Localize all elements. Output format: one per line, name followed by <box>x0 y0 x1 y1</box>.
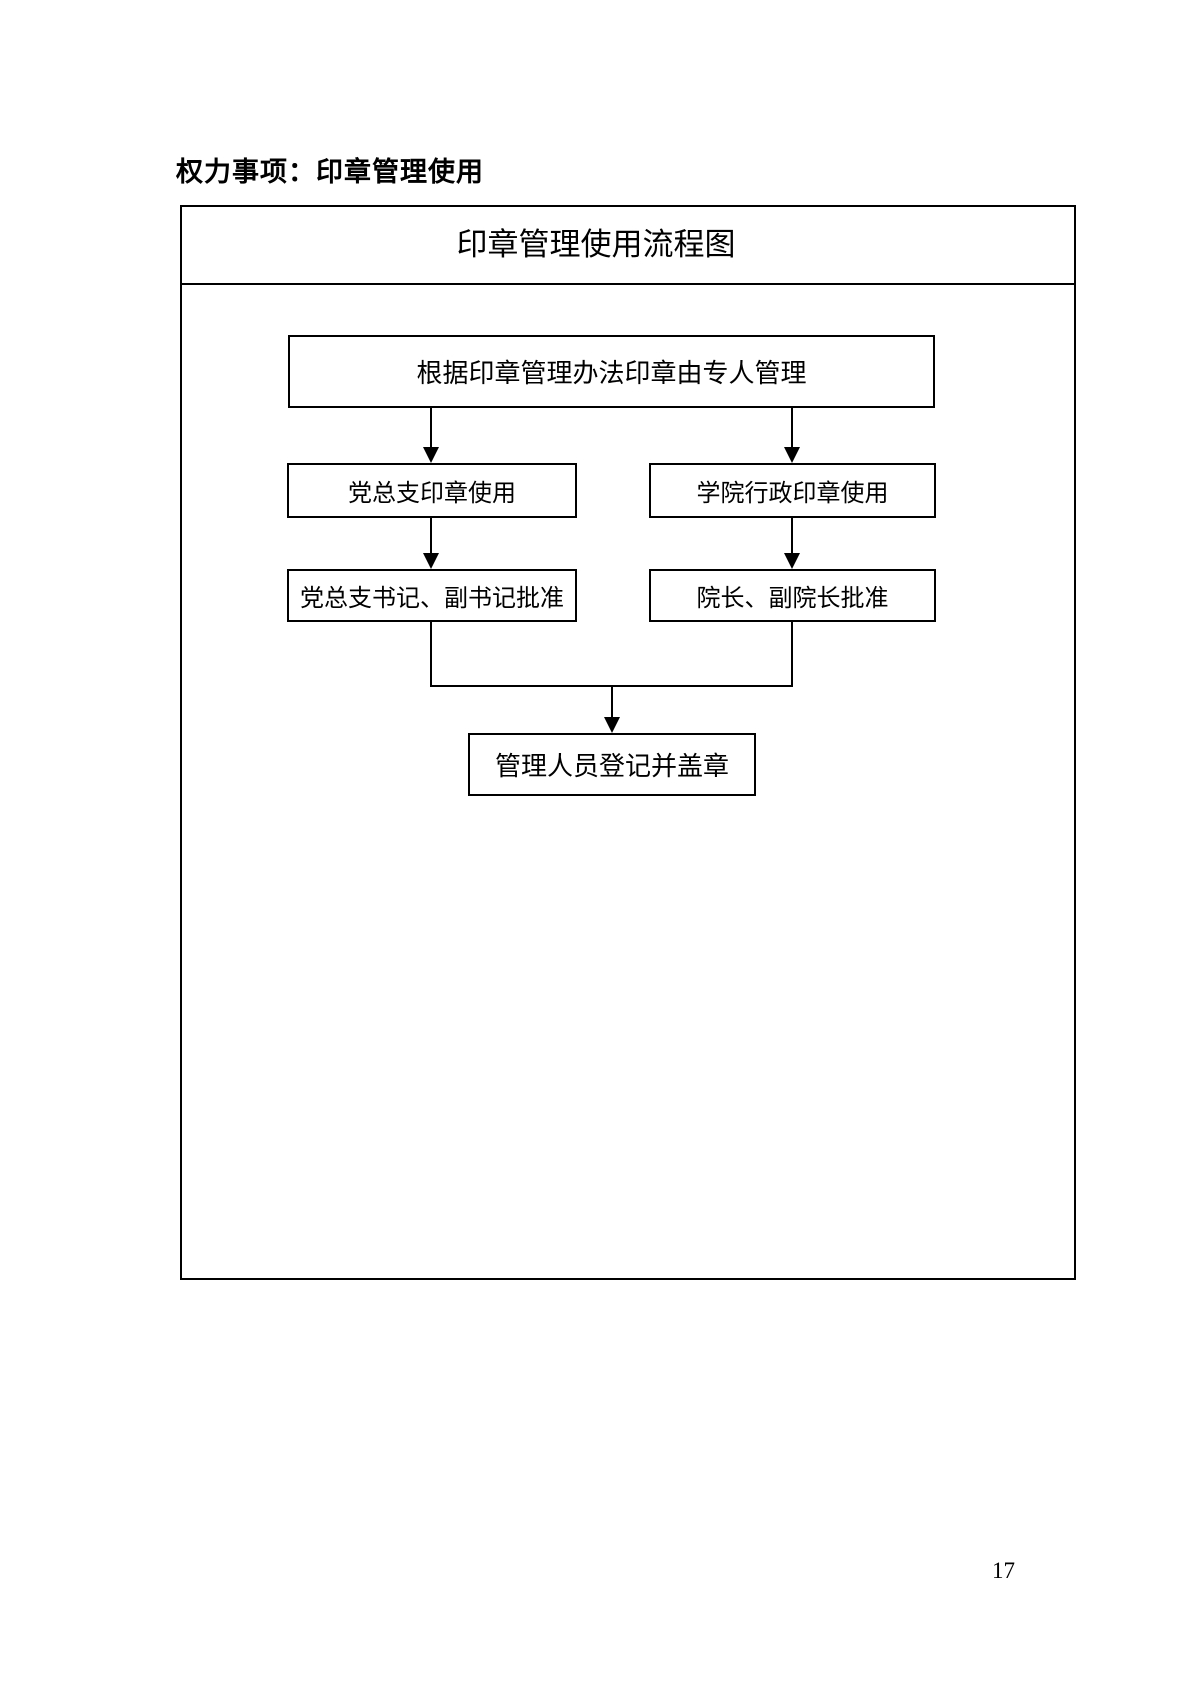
flow-node-approve-left: 党总支书记、副书记批准 <box>287 569 577 622</box>
down-arrow-icon <box>784 447 800 463</box>
flow-node-branch-right: 学院行政印章使用 <box>649 463 936 518</box>
merge-line-left <box>430 622 432 687</box>
flowchart-title: 印章管理使用流程图 <box>456 227 736 262</box>
down-arrow-icon <box>423 447 439 463</box>
flowchart-title-divider <box>180 283 1076 285</box>
down-arrow-icon <box>784 553 800 569</box>
merge-line-horizontal <box>430 685 793 687</box>
down-arrow-icon <box>604 717 620 733</box>
connector-root-to-branch-left <box>430 408 432 450</box>
connector-merge-to-final <box>611 687 613 719</box>
connector-branch-to-approve-right <box>791 518 793 556</box>
flow-node-final: 管理人员登记并盖章 <box>468 733 756 796</box>
down-arrow-icon <box>423 553 439 569</box>
flow-node-branch-left: 党总支印章使用 <box>287 463 577 518</box>
connector-root-to-branch-right <box>791 408 793 450</box>
flow-node-approve-right: 院长、副院长批准 <box>649 569 936 622</box>
connector-branch-to-approve-left <box>430 518 432 556</box>
merge-line-right <box>791 622 793 687</box>
flow-node-root: 根据印章管理办法印章由专人管理 <box>288 335 935 408</box>
document-header-title: 权力事项：印章管理使用 <box>176 157 484 187</box>
page-number: 17 <box>992 1558 1015 1583</box>
